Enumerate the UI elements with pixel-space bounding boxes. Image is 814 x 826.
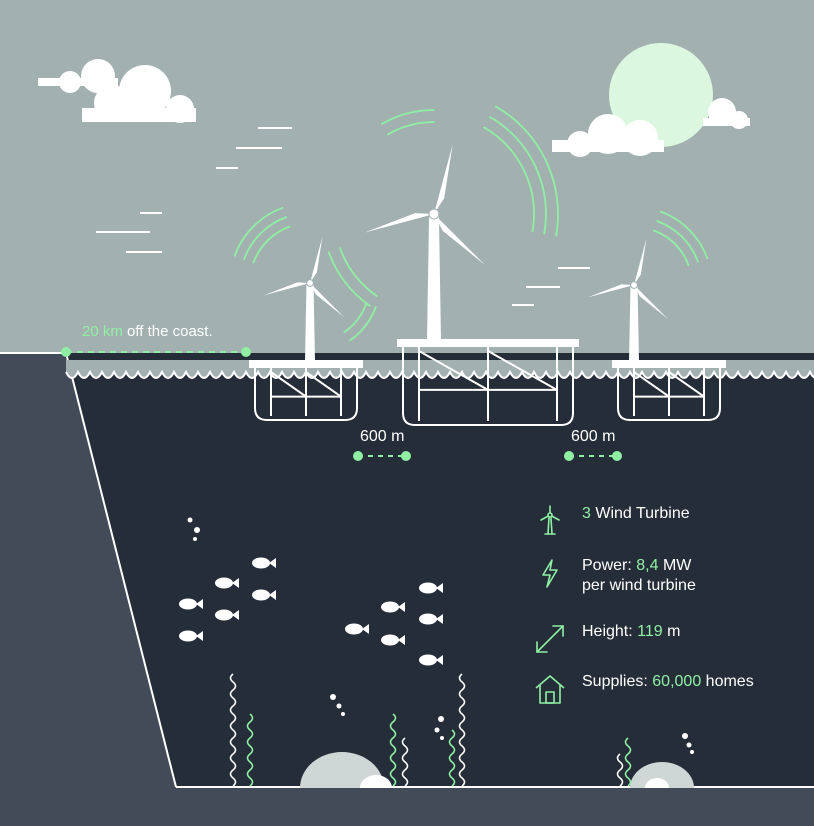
turbine-right bbox=[587, 238, 668, 362]
resize-arrows-icon bbox=[536, 625, 564, 653]
seabed-rock-small bbox=[360, 775, 392, 788]
spacing-label-right: 600 m bbox=[571, 428, 616, 445]
coast-distance-marker bbox=[61, 347, 251, 357]
arc-left-upper-1 bbox=[252, 225, 291, 264]
sea bbox=[66, 353, 814, 788]
floating-platforms bbox=[249, 339, 726, 426]
fish-1 bbox=[252, 557, 276, 569]
seaweed-strand-6 bbox=[458, 673, 466, 787]
stat-power-line2: per wind turbine bbox=[582, 577, 696, 594]
stat-homes-text: Supplies: 60,000 homes bbox=[582, 672, 754, 692]
fish-12 bbox=[419, 654, 443, 666]
seabed-floor bbox=[0, 785, 814, 826]
fish-2 bbox=[215, 577, 239, 589]
seabed-rock-right bbox=[630, 762, 694, 788]
wind-lines bbox=[96, 127, 590, 306]
stat-power-prefix: Power: bbox=[582, 557, 632, 574]
stat-power: Power: 8,4 MW per wind turbine bbox=[533, 556, 696, 596]
seaweed bbox=[229, 673, 632, 787]
cloud-right bbox=[552, 98, 750, 157]
arc-right-upper-2 bbox=[656, 220, 699, 263]
stat-homes-unit: homes bbox=[705, 673, 754, 690]
arc-left-lower-2 bbox=[349, 306, 377, 342]
seaweed-strand-8 bbox=[616, 753, 624, 787]
stat-homes: Supplies: 60,000 homes bbox=[533, 672, 754, 706]
coast-outline bbox=[65, 352, 177, 788]
arc-left-upper-3 bbox=[233, 206, 284, 257]
arc-left-upper-2 bbox=[243, 216, 287, 260]
platform-center bbox=[397, 339, 579, 426]
stat-power-line1: Power: 8,4 MW bbox=[582, 556, 696, 576]
seaweed-strand-5 bbox=[448, 729, 456, 787]
stat-turbines-text: 3 Wind Turbine bbox=[582, 504, 690, 524]
arc-center-lower-left-2 bbox=[327, 251, 371, 307]
arc-left-lower-1 bbox=[343, 302, 368, 334]
spacing-marker-left bbox=[353, 451, 411, 461]
stat-homes-prefix: Supplies: bbox=[582, 673, 648, 690]
fish-8 bbox=[381, 601, 405, 613]
stat-power-text: Power: 8,4 MW per wind turbine bbox=[582, 556, 696, 596]
coast-distance-value: 20 km bbox=[82, 323, 123, 340]
wave-line bbox=[65, 369, 814, 379]
arc-center-top-2 bbox=[381, 109, 435, 125]
arc-center-top-1 bbox=[387, 121, 435, 136]
stat-homes-value: 60,000 bbox=[652, 673, 702, 690]
seaweed-strand-1 bbox=[229, 673, 237, 787]
coast-distance-label: 20 km off the coast. bbox=[82, 322, 213, 342]
seabed-rock-large bbox=[300, 752, 384, 788]
fish-school bbox=[179, 557, 443, 666]
cloud-left bbox=[38, 59, 196, 123]
turbine-center bbox=[364, 144, 485, 340]
seaweed-strand-4 bbox=[401, 737, 409, 787]
spacing-label-left: 600 m bbox=[360, 428, 405, 445]
stat-turbines-value: 3 bbox=[582, 505, 591, 522]
spacing-marker-right bbox=[564, 451, 622, 461]
wind-turbine-icon bbox=[540, 505, 560, 535]
stat-power-value: 8,4 bbox=[636, 557, 659, 574]
seaweed-strand-3 bbox=[389, 713, 397, 787]
stat-height: Height: 119 m bbox=[533, 622, 680, 656]
lightning-icon bbox=[542, 559, 558, 588]
stat-height-prefix: Height: bbox=[582, 623, 633, 640]
stat-height-value: 119 bbox=[637, 623, 663, 640]
stat-turbines: 3 Wind Turbine bbox=[533, 504, 690, 538]
fish-7 bbox=[419, 582, 443, 594]
fish-5 bbox=[215, 609, 239, 621]
fish-6 bbox=[179, 630, 203, 642]
arc-center-upper-right-2 bbox=[489, 116, 547, 235]
rotor-motion-arcs bbox=[233, 105, 709, 342]
coast-cliff bbox=[0, 353, 176, 788]
stat-turbines-label: Wind Turbine bbox=[595, 505, 690, 522]
arc-center-upper-right-3 bbox=[495, 105, 559, 237]
arc-center-lower-left-1 bbox=[339, 247, 378, 297]
platform-left bbox=[249, 360, 363, 421]
arc-center-upper-right-1 bbox=[483, 126, 535, 233]
fish-10 bbox=[345, 623, 369, 635]
seaweed-strand-2 bbox=[246, 713, 254, 787]
arc-right-upper-3 bbox=[659, 210, 709, 260]
fish-4 bbox=[179, 598, 203, 610]
seabed-rock-right-small bbox=[645, 778, 669, 788]
stat-height-unit: m bbox=[667, 623, 681, 640]
house-icon bbox=[535, 675, 565, 704]
stat-height-text: Height: 119 m bbox=[582, 622, 680, 642]
fish-11 bbox=[381, 634, 405, 646]
seaweed-strand-7 bbox=[624, 737, 632, 787]
wind-turbines bbox=[263, 144, 668, 362]
turbine-left bbox=[263, 236, 344, 362]
stat-power-unit: MW bbox=[662, 557, 692, 574]
fish-3 bbox=[252, 589, 276, 601]
arc-right-upper-1 bbox=[652, 229, 690, 267]
bubbles bbox=[187, 517, 694, 754]
coast-distance-suffix: off the coast. bbox=[127, 323, 213, 340]
fish-9 bbox=[419, 613, 443, 625]
